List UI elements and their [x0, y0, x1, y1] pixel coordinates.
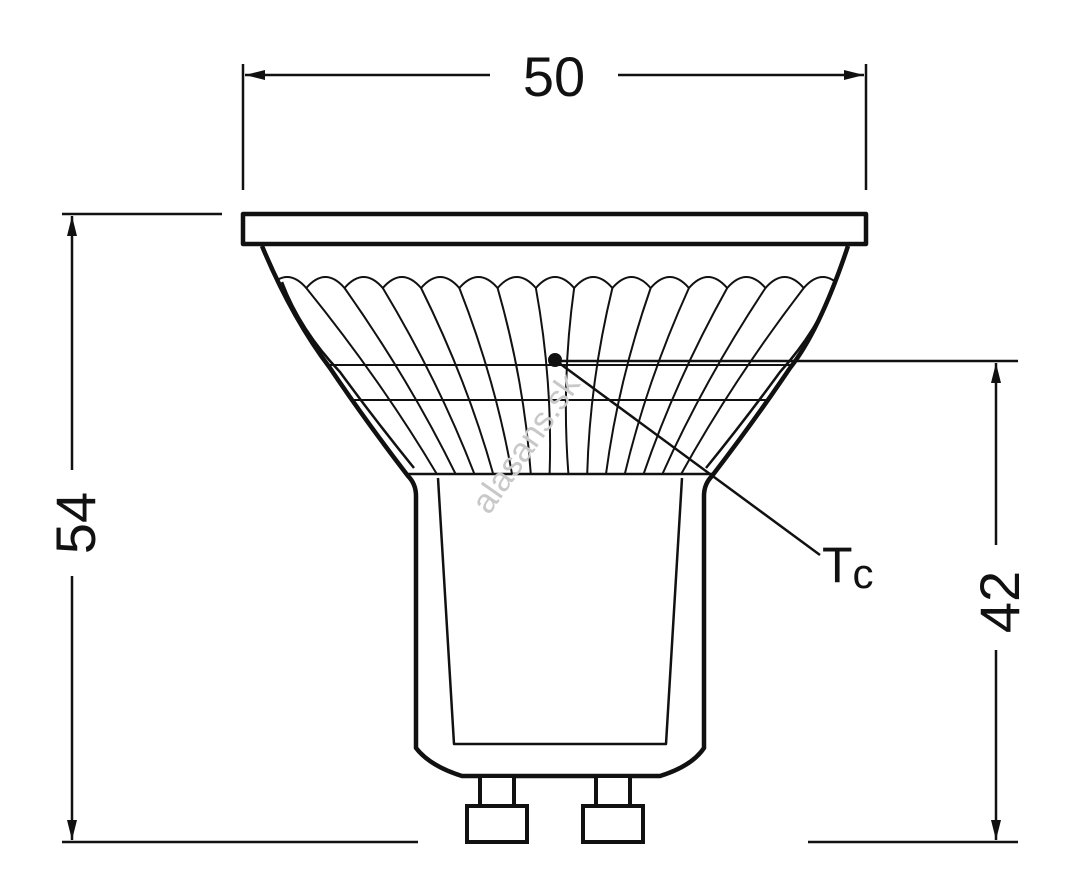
facet-line [534, 287, 552, 474]
width-label: 50 [523, 45, 585, 108]
facet-line [420, 287, 495, 474]
facet-lines [305, 287, 805, 474]
facet-line [605, 287, 652, 474]
facet-line [343, 287, 457, 474]
facet-line [661, 287, 767, 474]
height-label: 54 [44, 492, 107, 554]
facet-line [623, 287, 690, 474]
facet-line [381, 287, 476, 474]
watermark: alasans.sk [464, 366, 588, 520]
right-pin-head [581, 804, 645, 844]
facet-line [458, 287, 513, 474]
right-pin-stem [594, 774, 632, 808]
reflector-outline [259, 245, 851, 779]
tc-label-main: T [822, 537, 853, 593]
tc-label-sub: c [853, 550, 874, 597]
left-pin-stem [478, 774, 516, 808]
facet-line [680, 287, 805, 474]
facet-line [642, 287, 729, 474]
tc-height-label: 42 [968, 571, 1031, 633]
reflector-inner-edge-right [705, 281, 838, 469]
tc-marker: Tc [548, 353, 874, 597]
facet-line [586, 287, 614, 474]
front-rim [240, 211, 869, 247]
facet-line [564, 287, 576, 474]
left-pin-head [465, 804, 529, 844]
width-dimension: 50 [241, 45, 868, 190]
bulb-outline [240, 211, 869, 779]
tc-leader-line [554, 358, 821, 557]
tc-label: Tc [822, 537, 874, 597]
tc-height-dimension: 42 [560, 359, 1031, 844]
height-dimension: 54 [44, 212, 418, 844]
reflector-inner-edge [280, 281, 415, 469]
facet-line [305, 287, 438, 474]
facet-line [496, 287, 532, 474]
pins [465, 774, 645, 844]
facet-scallops [267, 276, 843, 290]
base-inner-outline [436, 477, 684, 746]
